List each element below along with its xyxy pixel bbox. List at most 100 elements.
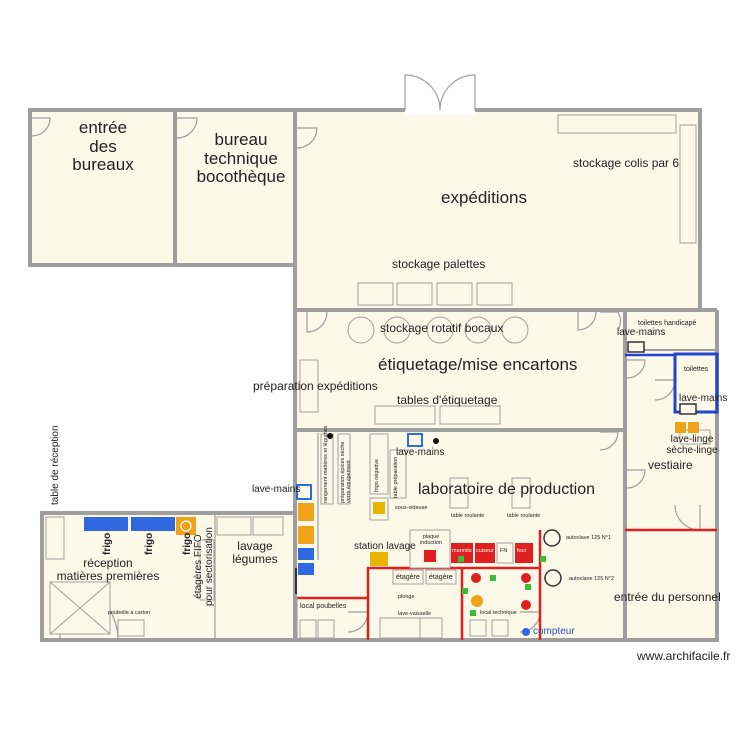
frigo-negative: [369, 433, 389, 495]
fan-unit-2: [298, 526, 314, 544]
palette-2: [396, 282, 433, 306]
door-entree-bureaux: [31, 117, 51, 137]
room-toilettes: toilettes: [684, 366, 709, 373]
door-labo-top: [599, 431, 619, 451]
fan-unit-1: [298, 503, 314, 521]
local-tech-box-2: [491, 619, 509, 637]
room-plonge: plonge: [398, 594, 415, 600]
door-etiq-right1: [577, 311, 597, 331]
door-vest-3: [626, 469, 646, 489]
local-poubelles-bin-1: [299, 619, 317, 639]
lave-mains-lab-2: [407, 433, 423, 447]
door-expeditions: [296, 127, 318, 149]
orange-dot: [471, 595, 483, 607]
label-rangement-matieres: rangement matières et légumes: [323, 425, 329, 503]
table-prep: [389, 449, 407, 499]
local-tech-box: [469, 619, 487, 637]
label-preparation-epices: préparation épices sèche verre équipemen…: [340, 441, 353, 503]
frigo-2: [131, 517, 175, 531]
lavage-sink-1: [216, 516, 252, 536]
etageres-fifo-box: [199, 539, 215, 601]
bocaux-3: [426, 316, 454, 344]
lave-mains-etiq: [627, 341, 645, 353]
floor-expeditions: [295, 110, 700, 310]
room-entree-bureaux: entrée des bureaux: [72, 118, 134, 175]
table-reception: [45, 516, 65, 560]
red-dot-3: [521, 600, 531, 610]
red-wall-plonge: [366, 566, 540, 640]
label-stockage-colis: stockage colis par 6: [573, 156, 680, 170]
door-swing-right: [439, 74, 476, 111]
label-table-reception: table de réception: [50, 425, 61, 505]
label-plaque-induction: plaque induction: [419, 534, 443, 547]
red-dot-1: [471, 573, 481, 583]
label-lave-mains-etiq: lave-mains: [617, 327, 666, 338]
shelf-colis-top: [557, 114, 677, 134]
table-prep-exped: [299, 359, 319, 413]
room-reception: réception matières premières: [56, 556, 160, 584]
etagere-2: [425, 569, 457, 585]
black-strip: [295, 568, 297, 594]
label-sous-videuse: sous-videuse: [395, 505, 428, 511]
shelf-lab-1: [320, 433, 334, 505]
sous-videuse-unit: [373, 502, 385, 514]
etagere-1: [392, 569, 424, 585]
door-etiq-right2: [600, 311, 622, 331]
colored-equipment: [84, 341, 699, 636]
green-2: [458, 556, 464, 562]
frigo-3-fan: [180, 520, 192, 532]
label-four: four: [517, 548, 527, 554]
bocaux-5: [501, 316, 529, 344]
bocaux-1: [347, 316, 375, 344]
green-3: [490, 575, 496, 581]
floor-vestiaire: [625, 310, 717, 640]
label-frigo-negative: frigo négative: [374, 458, 380, 492]
lavelinge-2: [688, 422, 699, 433]
label-frigo-3: frigo: [182, 532, 193, 555]
floor-entree-bureaux: [30, 110, 175, 265]
lavage-sink-2: [252, 516, 284, 536]
bocaux-2: [383, 316, 411, 344]
lave-vaisselle-box: [379, 617, 421, 639]
label-lave-vaisselle: lave-vaisselle: [398, 611, 432, 617]
green-5: [470, 610, 476, 616]
label-etageres-fifo: étagères FIFO pour sectorisation: [193, 527, 215, 606]
door-swing-left: [404, 74, 441, 111]
label-etagere-2: étagère: [429, 574, 453, 581]
archifacile-credit: www.archifacile.fr: [637, 649, 731, 663]
label-stockage-rotatif: stockage rotatif bocaux: [380, 321, 504, 335]
station-lavage-unit: [370, 552, 388, 566]
label-frigo-2: frigo: [144, 532, 155, 555]
room-bureau-technique: bureau technique bocothèque: [196, 130, 286, 187]
label-fn: FN: [500, 548, 508, 554]
room-expeditions: expéditions: [440, 188, 528, 207]
label-table-roulante-2: table roulante: [507, 513, 541, 519]
palette-4: [476, 282, 513, 306]
black-dot-2: [433, 438, 439, 444]
room-entree-personnel: entrée du personnel: [614, 590, 721, 604]
label-compteur: compteur: [533, 626, 575, 637]
cuiseur-1: [451, 543, 473, 563]
green-6: [525, 584, 531, 590]
blue-unit-1: [298, 548, 314, 560]
induction-unit: [424, 550, 436, 562]
lave-mains-lab: [296, 484, 312, 500]
compteur-dot: [522, 628, 530, 636]
green-4: [462, 588, 468, 594]
sink-plonge: [419, 617, 443, 639]
cuiseur-3: [496, 542, 514, 564]
door-vest-1: [626, 359, 646, 379]
red-dot-2: [521, 573, 531, 583]
room-laboratoire: laboratoire de production: [418, 481, 596, 498]
autoclave-1: [543, 529, 561, 547]
label-etagere-1: étagère: [396, 574, 420, 581]
floor-bureau-technique: [175, 110, 295, 265]
lave-mains-toilettes: [679, 403, 697, 415]
shelf-lab-2: [337, 433, 351, 505]
room-vestiaire: vestiaire: [648, 458, 693, 472]
plaque-induction-box: [409, 529, 451, 569]
label-marmite: marmite: [452, 548, 472, 554]
room-toilettes-handicape: toilettes handicapé: [638, 320, 697, 327]
cuiseur-2: [475, 543, 495, 563]
